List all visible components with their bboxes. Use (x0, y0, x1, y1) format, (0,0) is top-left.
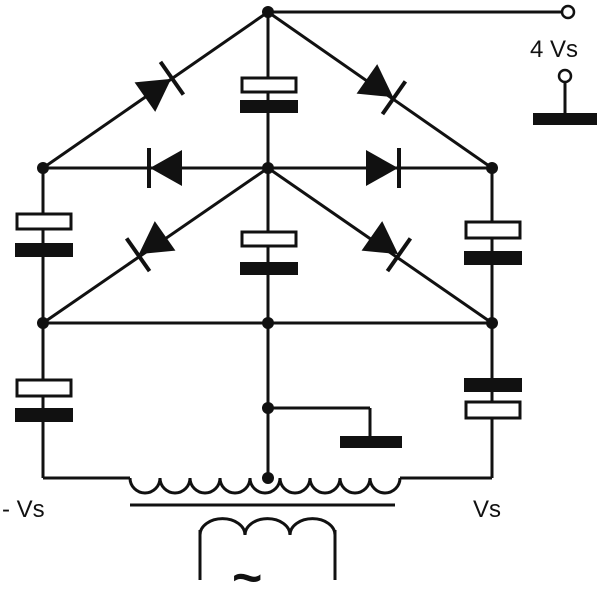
diode (124, 221, 176, 273)
diode (147, 148, 182, 188)
capacitor (15, 212, 73, 257)
capacitor (240, 76, 298, 113)
output-voltage-label: 4 Vs (530, 36, 579, 63)
ground-terminal (557, 68, 573, 84)
ground-symbol (533, 113, 597, 125)
capacitor (240, 230, 298, 275)
junctions (37, 6, 498, 484)
capacitor (464, 220, 522, 265)
diode (134, 60, 186, 112)
diodes (124, 60, 413, 273)
negative-voltage-label: - Vs (2, 496, 45, 523)
diode (366, 148, 401, 188)
secondary-coil (198, 517, 337, 536)
output-terminal (560, 4, 576, 20)
positive-voltage-label: Vs (473, 496, 502, 523)
capacitors (15, 76, 522, 422)
ac-source-symbol: ~ (232, 549, 263, 601)
ground-symbol (340, 436, 402, 448)
diode (356, 64, 408, 116)
diode (361, 221, 413, 273)
wires (41, 10, 567, 580)
primary-coil (128, 477, 402, 495)
capacitor (15, 378, 73, 422)
capacitor (464, 378, 522, 420)
